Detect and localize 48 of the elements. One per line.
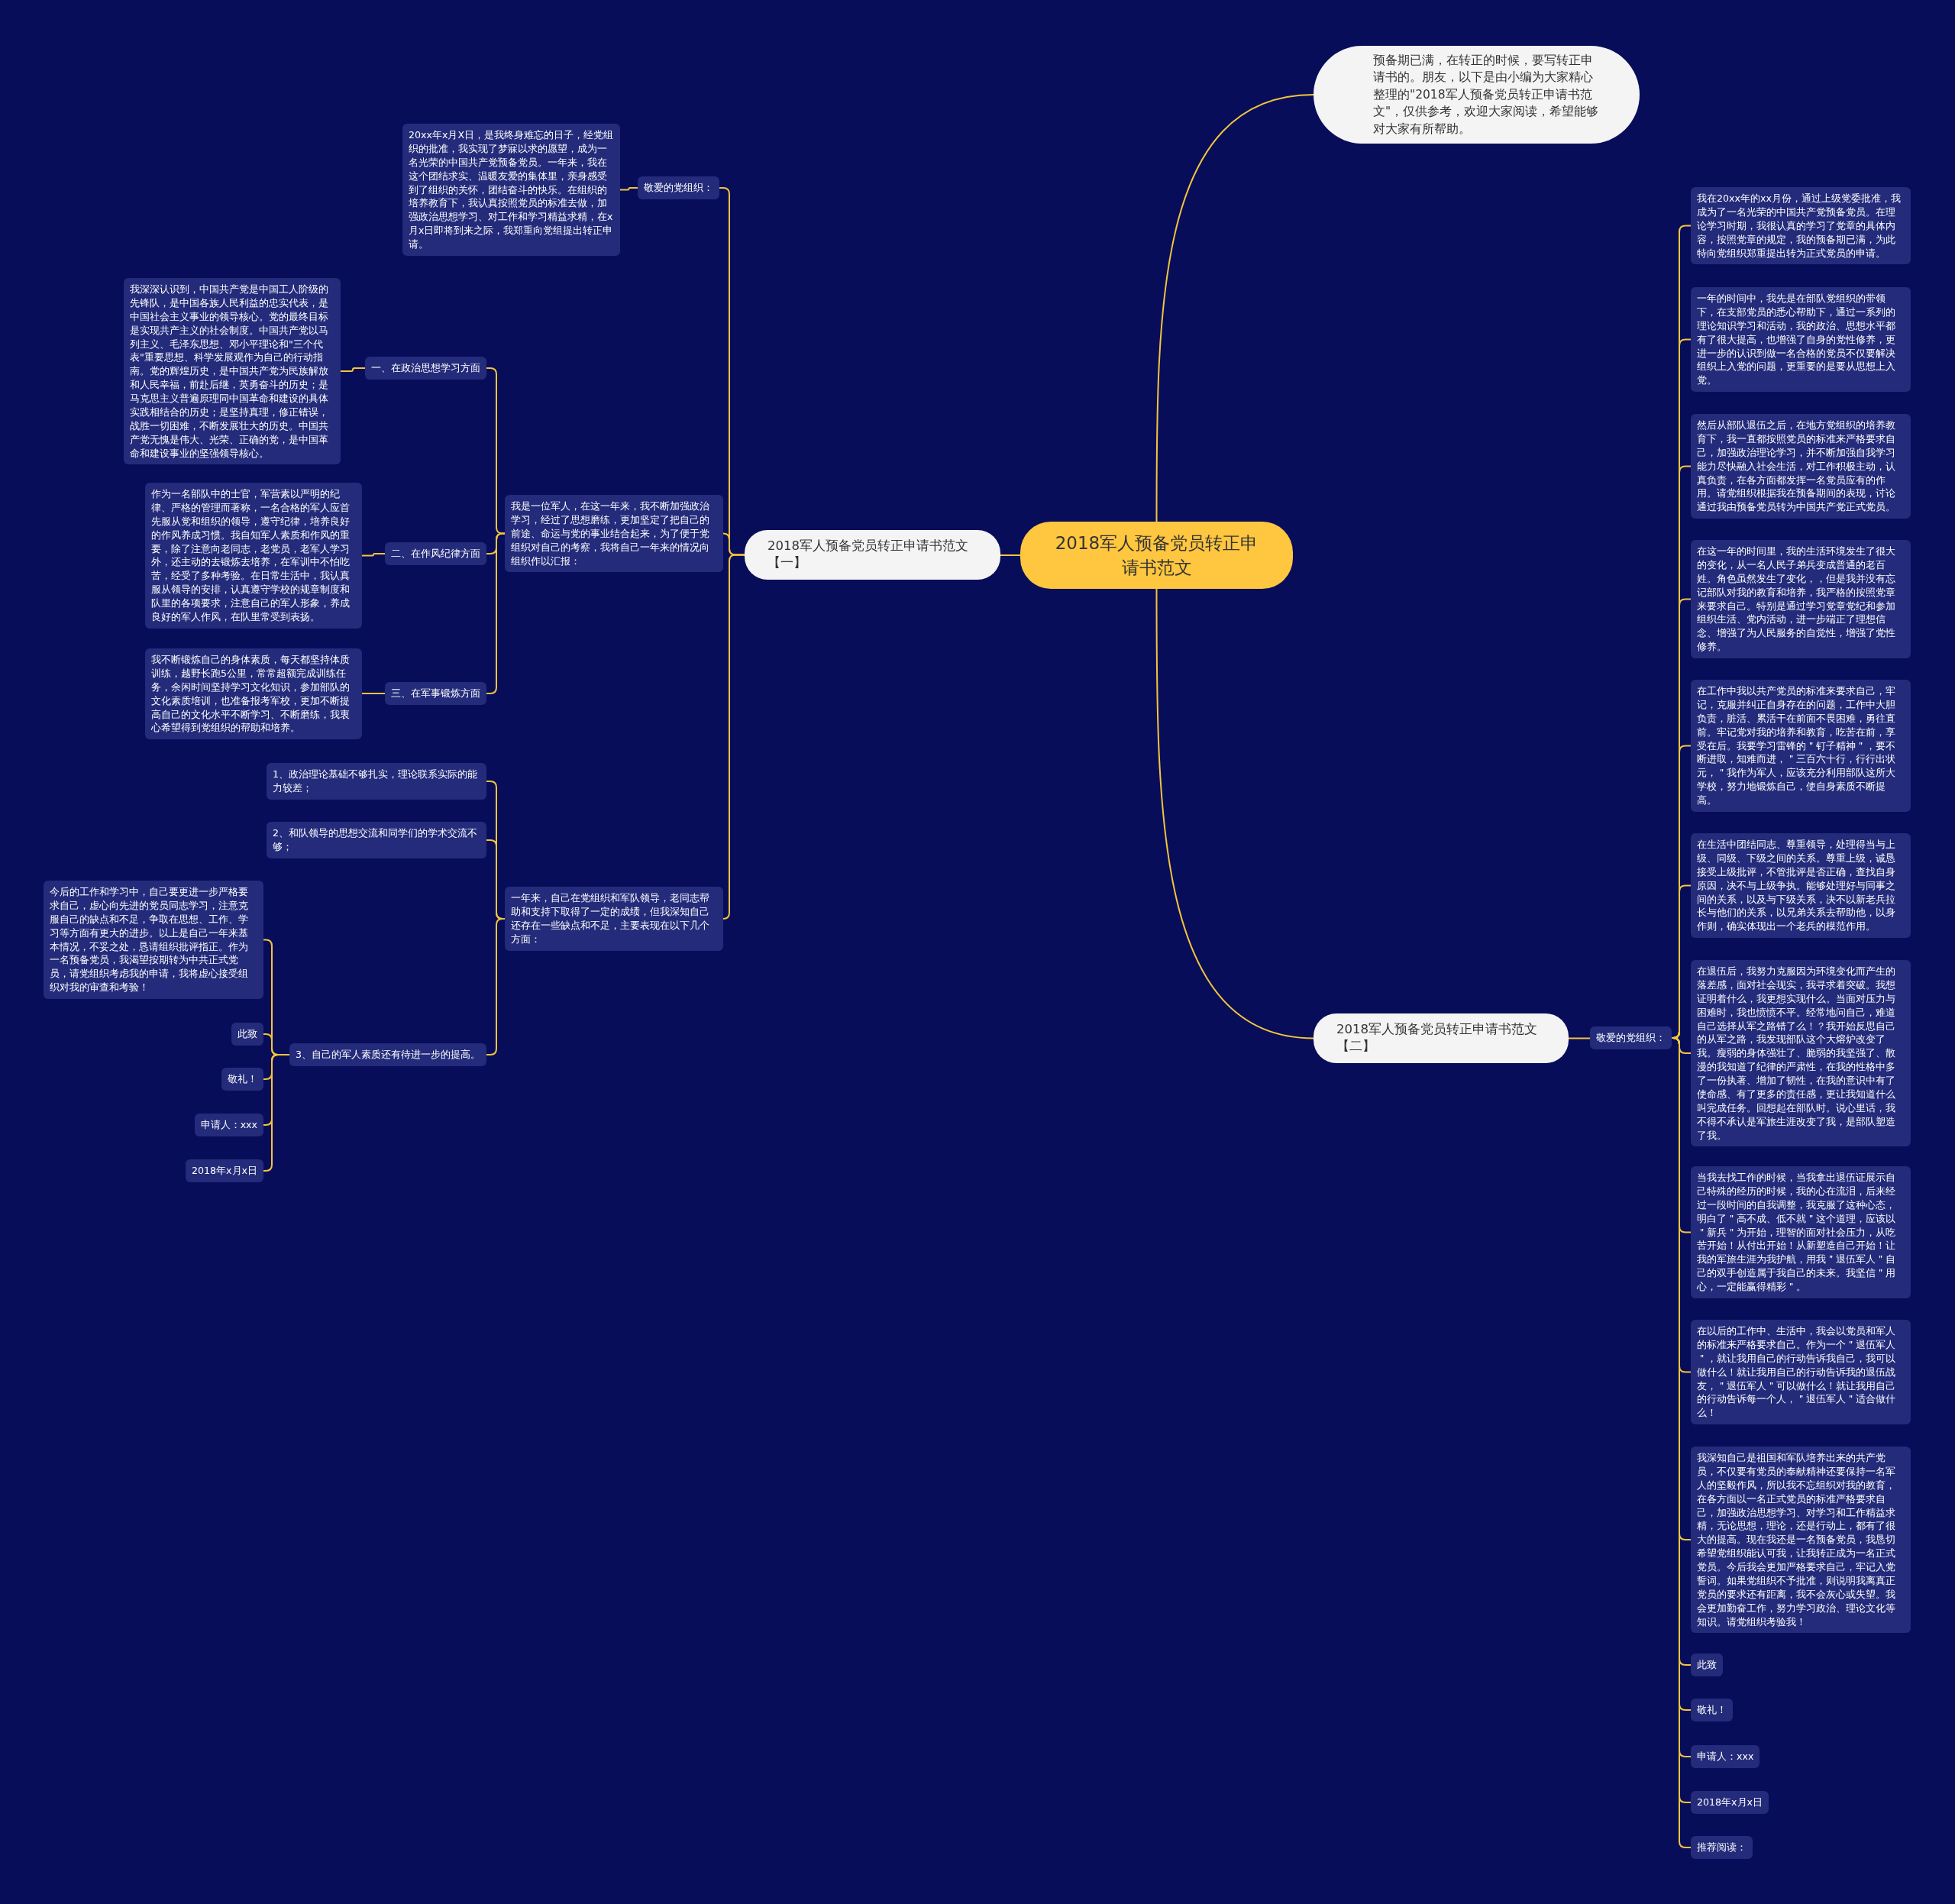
topic-pill: 2018军人预备党员转正申请书范文【一】 — [745, 530, 1000, 580]
text-card: 在工作中我以共产党员的标准来要求自己，牢记，克服并纠正自身存在的问题，工作中大胆负责，脏活、累活干在前面不畏困难，勇往直前。牢记党对我的培养和教育，吃苦在前，享受在后。我要学习雷锋的＂钉子精神＂，要不断进取，知难而进，＂三百六十行，行行出状元，＂我作为军人，应该充分利用部队这所大学校，努力地锻炼自己，使自身素质不断提高。 — [1691, 680, 1911, 812]
connector-line — [1000, 554, 1021, 556]
text-card: 一年的时间中，我先是在部队党组织的带领下，在支部党员的悉心帮助下，通过一系列的理论知识学习和活动，我的政治、思想水平都有了很大提高，也增强了自身的党性修养，更进一步的认识到做一名合格的党员不仅要解决组织上入党的问题，更重要的是要从思想上入党。 — [1691, 287, 1911, 393]
text-card: 当我去找工作的时候，当我拿出退伍证展示自己特殊的经历的时候，我的心在流泪，后来经过一段时间的自我调整，我克服了这种心态，明白了＂高不成、低不就＂这个道理，应该以＂新兵＂为开始，理智的面对社会压力，从吃苦开始！从付出开始！从新塑造自己开始！让我的军旅生涯为我护航，用我＂退伍军人＂自己的双手创造属于我自己的未来。我坚信＂用心，一定能赢得精彩＂。 — [1691, 1166, 1911, 1298]
connector-line — [1568, 1037, 1591, 1039]
text-card: 今后的工作和学习中，自己要更进一步严格要求自己，虚心向先进的党员同志学习，注意克服自己的缺点和不足，争取在思想、工作、学习等方面有更大的进步。以上是自己一年来基本情况，不妥之处，恳请组织批评指正。作为一名预备党员，我渴望按期转为中共正式党员，请党组织考虑我的申请，我将虚心接受组织对我的审查和考验！ — [44, 881, 263, 999]
text-card: 1、政治理论基础不够扎实，理论联系实际的能力较差； — [267, 763, 486, 800]
text-card: 申请人：xxx — [1691, 1745, 1760, 1768]
text-card: 在退伍后，我努力克服因为环境变化而产生的落差感，面对社会现实，我寻求着突破。我想证明着什么，我更想实现什么。当面对压力与困难时，我也愤愤不平。经常地问自己，难道自己选择从军之路错了么！？我开始反思自己的从军之路，我发现部队这个大熔炉改变了我。瘦弱的身体强壮了、脆弱的我坚强了、散漫的我知道了纪律的严肃性，在我的性格中多了一份执著、增加了韧性，在我的意识中有了使命感、有了更多的责任感，更让我知道什么叫完成任务。回想起在部队时。说心里话，我不得不承认是军旅生涯改变了我，是部队塑造了我。 — [1691, 960, 1911, 1147]
connector-line — [340, 367, 366, 372]
text-card: 三、在军事锻炼方面 — [385, 682, 486, 705]
connector-line — [1155, 94, 1314, 522]
text-card: 在这一年的时间里，我的生活环境发生了很大的变化，从一名人民子弟兵变成普通的老百姓。角色虽然发生了变化，，但是我并没有忘记部队对我的教育和培养，我严格的按照党章来要求自己。特别是通过学习党章党纪和参加组织生活、党内活动，进一步端正了理想信念、增强了为人民服务的自觉性，增强了党性修养。 — [1691, 540, 1911, 658]
text-card: 我不断锻炼自己的身体素质，每天都坚持体质训练，越野长跑5公里，常常超额完成训练任务，余闲时间坚持学习文化知识，参加部队的文化素质培训，也准备报考军校，更加不断提高自己的文化水平不断学习、不断磨练，我衷心希望得到党组织的帮助和培养。 — [145, 648, 362, 740]
text-card: 申请人：xxx — [194, 1114, 263, 1136]
text-card: 我是一位军人，在这一年来，我不断加强政治学习，经过了思想磨练，更加坚定了把自己的前途、命运与党的事业结合起来，为了便于党组织对自己的考察，我将自己一年来的情况向组织作以汇报： — [505, 495, 723, 573]
text-card: 此致 — [231, 1023, 263, 1046]
connector-line — [722, 554, 745, 920]
text-card: 作为一名部队中的士官，军营素以严明的纪律、严格的管理而著称，一名合格的军人应首先服从党和组织的领导，遵守纪律，培养良好的作风养成习惯。我自知军人素质和作风的重要，除了注意向老同志，老党员，老军人学习外，还主动的去锻炼去培养，在军训中不怕吃苦，经受了多种考验。在日常生活中，我认真服从领导的安排，认真遵守学校的规章制度和队里的各项要求，注意自己的军人形象，养成良好的军人作风，在队里常受到表扬。 — [145, 483, 362, 629]
text-card: 一年来，自己在党组织和军队领导，老同志帮助和支持下取得了一定的成绩，但我深知自己还存在一些缺点和不足，主要表现在以下几个方面： — [505, 887, 723, 951]
text-card: 3、自己的军人素质还有待进一步的提高。 — [289, 1043, 486, 1066]
text-card: 在生活中团结同志、尊重领导，处理得当与上级、同级、下级之间的关系。尊重上级，诚恳接受上级批评，不管批评是否正确，查找自身原因，决不与上级争执。能够处理好与同事之间的关系，以及与下级关系，决不以新老兵拉长与他们的关系，以兄弟关系去帮助他，以身作则，确实体现出一个老兵的模范作用。 — [1691, 833, 1911, 939]
text-card: 推荐阅读： — [1691, 1836, 1753, 1859]
connector-line — [619, 187, 638, 191]
text-card: 然后从部队退伍之后，在地方党组织的培养教育下，我一直都按照党员的标准来严格要求自己，加强政治理论学习，并不断加强自我学习能力尽快融入社会生活，对工作积极主动，认真负责，在各方面都发挥一名党员应有的作用。请党组织根据我在预备期间的表现，讨论通过我由预备党员转为中国共产党正式党员。 — [1691, 414, 1911, 519]
connector-line — [361, 693, 386, 694]
intro-bubble: 预备期已满，在转正的时候，要写转正申请书的。朋友，以下是由小编为大家精心整理的"2018军人预备党员转正申请书范文"，仅供参考，欢迎大家阅读，希望能够对大家有所帮助。 — [1314, 46, 1640, 144]
text-card: 我深知自己是祖国和军队培养出来的共产党员，不仅要有党员的奉献精神还要保持一名军人的坚毅作风，所以我不忘组织对我的教育，在各方面以一名正式党员的标准严格要求自己，加强政治思想学习、对学习和工作精益求精，无论思想，理论，还是行动上，都有了很大的提高。现在我还是一名预备党员，我恳切希望党组织能认可我，让我转正成为一名正式党员。今后我会更加严格要求自己，牢记入党誓词。如果党组织不予批准，则说明我离真正党员的要求还有距离，我不会灰心或失望。我会更加勤奋工作，努力学习政治、理论文化等知识。请党组织考验我！ — [1691, 1447, 1911, 1634]
text-card: 敬礼！ — [1691, 1699, 1733, 1721]
text-card: 2018年x月x日 — [186, 1159, 263, 1182]
text-card: 此致 — [1691, 1653, 1723, 1676]
text-card: 我深深认识到，中国共产党是中国工人阶级的先锋队，是中国各族人民利益的忠实代表，是中国社会主义事业的领导核心。党的最终目标是实现共产主义的社会制度。中国共产党以马列主义、毛泽东思想、邓小平理论和"三个代表"重要思想、科学发展观作为自己的行动指南。党的辉煌历史，是中国共产党为民族解放和人民幸福，前赴后继，英勇奋斗的历史；是马克思主义普遍原理同中国革命和建设的具体实践相结合的历史；是坚持真理，修正错误，战胜一切困难，不断发展壮大的历史。中国共产党无愧是伟大、光荣、正确的党，是中国革命和建设事业的坚强领导核心。 — [124, 278, 341, 465]
text-card: 2、和队领导的思想交流和同学们的学术交流不够； — [267, 822, 486, 858]
connector-line — [1155, 588, 1314, 1039]
topic-pill: 2018军人预备党员转正申请书范文【二】 — [1314, 1013, 1569, 1063]
text-card: 敬爱的党组织： — [638, 176, 719, 199]
text-card: 我在20xx年的xx月份，通过上级党委批准，我成为了一名光荣的中国共产党预备党员。在理论学习时期，我很认真的学习了党章的具体内容，按照党章的规定，我的预备期已满，为此特向党组织郑重提出转为正式党员的申请。 — [1691, 187, 1911, 265]
text-card: 敬爱的党组织： — [1590, 1026, 1672, 1049]
text-card: 2018年x月x日 — [1691, 1791, 1769, 1814]
connector-line — [361, 553, 386, 557]
text-card: 在以后的工作中、生活中，我会以党员和军人的标准来严格要求自己。作为一个＂退伍军人＂，就让我用自己的行动告诉我自己，我可以做什么！就让我用自己的行动告诉我的退伍战友，＂退伍军人＂可以做什么！就让我用自己的行动告诉每一个人，＂退伍军人＂适合做什么！ — [1691, 1320, 1911, 1425]
text-card: 敬礼！ — [221, 1068, 263, 1091]
connector-line — [263, 1054, 290, 1172]
text-card: 二、在作风纪律方面 — [385, 542, 486, 565]
text-card: 20xx年x月X日，是我终身难忘的日子，经党组织的批准，我实现了梦寐以求的愿望，成为一名光荣的中国共产党预备党员。一年来，我在这个团结求实、温暖友爱的集体里，亲身感受到了组织的关怀，团结奋斗的快乐。在组织的培养教育下，我认真按照党员的标准去做，加强政治思想学习、对工作和学习精益求精，在x月x日即将到来之际，我郑重向党组提出转正申请。 — [402, 124, 620, 256]
central-topic: 2018军人预备党员转正申请书范文 — [1020, 522, 1293, 590]
text-card: 一、在政治思想学习方面 — [365, 357, 486, 380]
